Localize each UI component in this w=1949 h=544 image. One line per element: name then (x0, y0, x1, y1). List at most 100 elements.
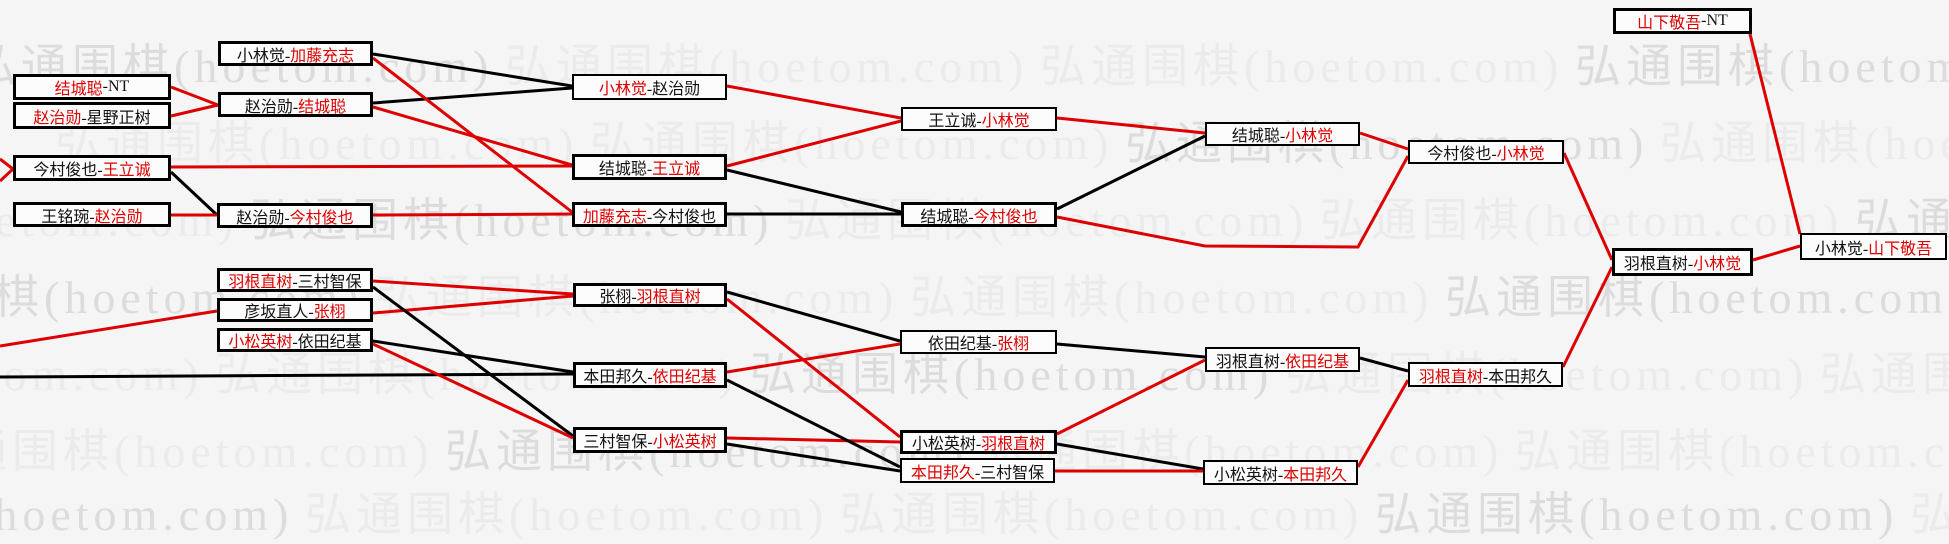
loser-path-line (372, 339, 574, 374)
loser-path-line (372, 285, 574, 438)
match-box-b6: 小松英树-依田纪基 (217, 328, 373, 352)
match-box-d2: 结城聪-今村俊也 (901, 202, 1057, 227)
match-box-c2: 结城聪-王立诚 (572, 154, 727, 180)
player-name: -赵治勋 (646, 81, 701, 98)
loser-path-line (372, 86, 573, 105)
match-box-a1: 结城聪-NT (13, 74, 171, 100)
player-name: 羽根直树- (1623, 256, 1694, 273)
loser-path-line (726, 290, 901, 343)
player-name: -三村智保 (292, 274, 362, 291)
match-box-a4: 王铭琬-赵治勋 (13, 202, 171, 227)
winner-name: 本田邦久 (910, 464, 975, 482)
loser-path-line (1359, 356, 1409, 373)
player-name: 本田邦久- (583, 369, 653, 386)
bracket-canvas: 弘通围棋(hoetom.com)弘通围棋(hoetom.com)弘通围棋(hoe… (0, 8, 1949, 540)
player-name: 结城聪- (598, 161, 653, 178)
winner-name: 张栩 (313, 304, 346, 321)
winner-path-line (1561, 266, 1614, 368)
match-box-d4: 小松英树-羽根直树 (900, 430, 1057, 454)
match-box-d5: 本田邦久-三村智保 (900, 458, 1055, 483)
loser-path-line (0, 372, 574, 379)
match-box-e2: 羽根直树-依田纪基 (1205, 347, 1360, 372)
match-box-a2: 赵治勋-星野正树 (13, 102, 171, 129)
watermark-text: 弘通围棋(hoetom.com) (0, 349, 204, 400)
winner-name: 加藤充志 (582, 208, 647, 226)
match-box-b5: 彦坂直人-张栩 (217, 298, 373, 322)
winner-name: 羽根直树 (228, 274, 293, 291)
winner-path-line (170, 164, 573, 169)
player-name: 今村俊也- (1427, 146, 1497, 163)
winner-name: 加藤充志 (290, 47, 355, 65)
player-name: 结城聪- (920, 208, 974, 226)
player-name: 彦坂直人- (244, 304, 314, 321)
winner-name: 羽根直树 (981, 436, 1046, 453)
player-name: -星野正树 (81, 109, 151, 127)
loser-path-line (726, 378, 901, 469)
watermark-text: 弘通围棋(hoetom.com) (1445, 272, 1949, 323)
player-name: 赵治勋- (236, 209, 290, 227)
match-box-b4: 羽根直树-三村智保 (217, 268, 373, 292)
match-box-t: 山下敬吾-NT (1613, 8, 1752, 34)
winner-name: 小林觉 (598, 81, 647, 98)
match-box-c3: 加藤充志-今村俊也 (572, 202, 727, 227)
winner-path-line (726, 342, 901, 374)
match-box-h: 小林觉-山下敬吾 (1800, 233, 1947, 260)
player-name: 赵治勋- (244, 98, 299, 116)
watermark-text: 弘通围棋(hoetom.com) (750, 349, 1274, 400)
winner-name: 结城聪 (54, 81, 103, 98)
match-box-a3: 今村俊也-王立诚 (13, 155, 171, 181)
match-box-c5: 本田邦久-依田纪基 (573, 362, 727, 388)
player-name: 结城聪- (1231, 128, 1286, 145)
winner-name: 本田邦久 (1283, 466, 1348, 484)
winner-path-line (726, 119, 902, 168)
winner-name: 结城聪 (298, 98, 347, 116)
winner-name: 今村俊也 (973, 208, 1038, 226)
winner-path-line (1056, 155, 1410, 249)
player-name: 王铭琬- (41, 208, 95, 226)
match-box-d1: 王立诚-小林觉 (901, 107, 1057, 131)
loser-path-line (169, 170, 219, 217)
winner-name: 小松英树 (652, 434, 717, 451)
winner-name: 小林觉 (1496, 146, 1545, 163)
player-name: -NT (102, 78, 130, 95)
winner-name: 小松英树 (228, 334, 293, 351)
player-name: -今村俊也 (646, 208, 717, 226)
player-name: -三村智保 (974, 464, 1045, 482)
winner-name: 山下敬吾 (1637, 15, 1702, 32)
edge-layer (0, 33, 1802, 473)
winner-name: 小林觉 (981, 113, 1030, 130)
winner-path-line (1748, 33, 1802, 235)
watermark-text: 弘通围棋(hoetom.com) (910, 272, 1434, 323)
winner-name: 赵治勋 (94, 208, 143, 226)
match-box-c4: 张栩-羽根直树 (573, 283, 727, 307)
player-name: 小松英树- (1213, 466, 1284, 484)
loser-path-line (726, 168, 902, 214)
loser-path-line (1056, 342, 1206, 359)
winner-name: 王立诚 (102, 162, 151, 179)
player-name: -本田邦久 (1482, 368, 1553, 386)
winner-name: 张栩 (997, 336, 1030, 353)
player-name: 小松英树- (911, 436, 982, 453)
player-name: 三村智保- (583, 434, 653, 451)
player-name: 今村俊也- (33, 162, 103, 179)
winner-name: 羽根直树 (636, 289, 701, 306)
match-box-b3: 赵治勋-今村俊也 (217, 203, 373, 228)
watermark-text: 弘通围棋(hoetom.com) (1820, 349, 1949, 400)
winner-name: 山下敬吾 (1868, 240, 1933, 258)
winner-name: 赵治勋 (33, 109, 82, 127)
player-name: -依田纪基 (292, 334, 362, 351)
winner-path-line (0, 309, 218, 348)
match-box-b2: 赵治勋-结城聪 (218, 92, 373, 117)
player-name: -NT (1701, 12, 1728, 29)
match-box-f2: 羽根直树-本田邦久 (1408, 362, 1563, 387)
winner-name: 依田纪基 (652, 369, 717, 386)
player-name: 小林觉- (1814, 240, 1869, 258)
match-box-e1: 结城聪-小林觉 (1205, 122, 1360, 146)
watermark-text: 弘通围棋(hoetom.com) (1515, 426, 1949, 477)
winner-path-line (1359, 131, 1409, 151)
winner-name: 王立诚 (652, 161, 701, 178)
winner-name: 羽根直树 (1418, 368, 1483, 386)
watermark-text: 弘通围棋(hoetom.com) (0, 426, 434, 477)
match-box-e3: 小松英树-本田邦久 (1203, 460, 1358, 485)
winner-path-line (726, 84, 902, 120)
